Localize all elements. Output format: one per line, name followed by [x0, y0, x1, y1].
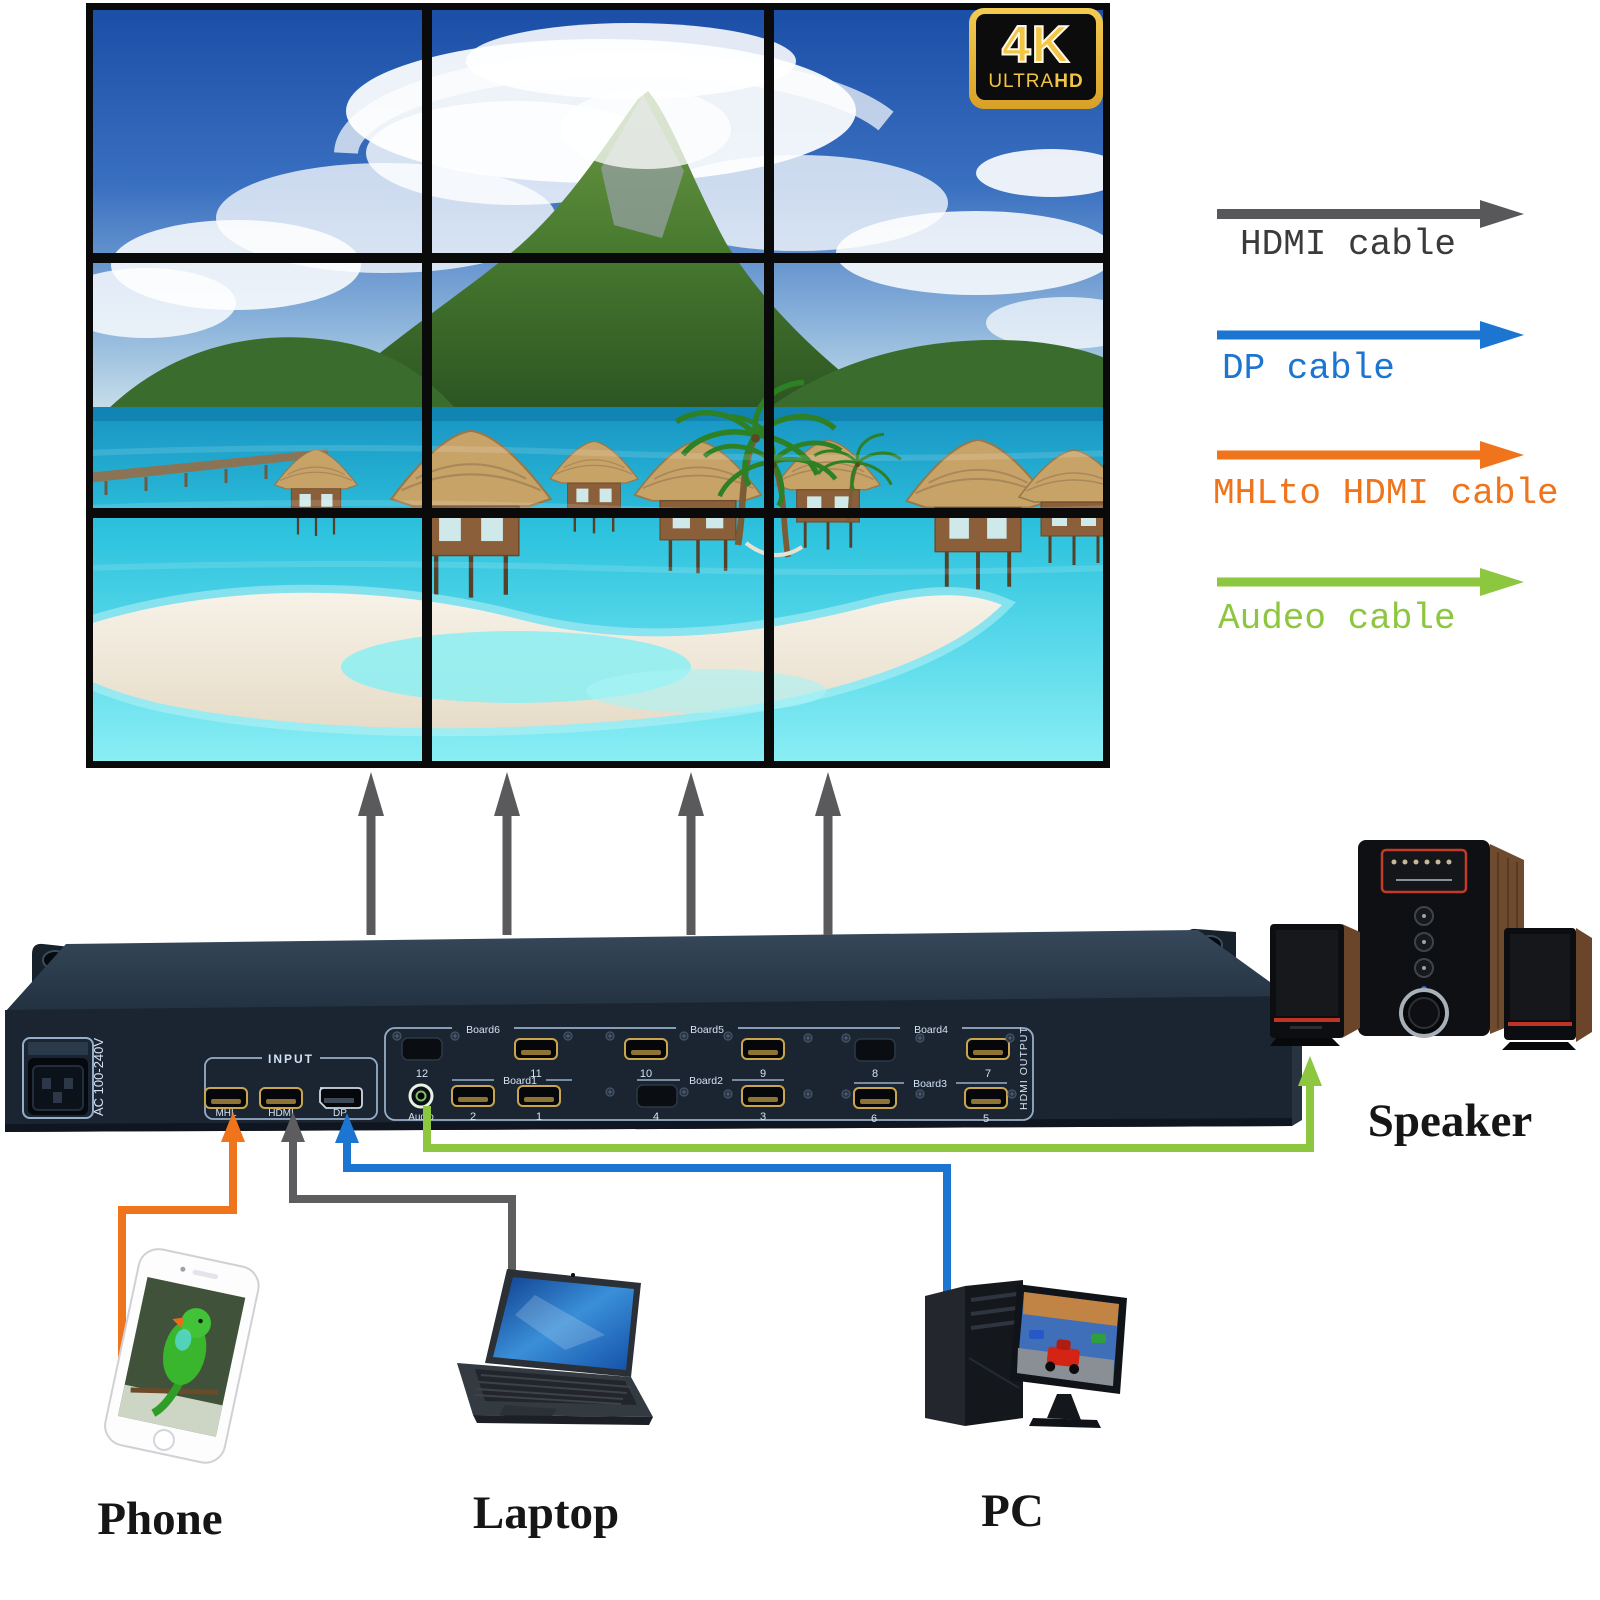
mhl-port-label: MHL — [215, 1108, 237, 1119]
chassis-top-face — [5, 930, 1292, 1012]
speaker-label: Speaker — [1367, 1095, 1533, 1147]
hdmi-cable — [281, 1112, 516, 1292]
pc-illustration — [925, 1280, 1127, 1428]
laptop-label: Laptop — [472, 1487, 620, 1539]
port-num-2: 2 — [470, 1111, 476, 1123]
port-num-10: 10 — [640, 1068, 652, 1080]
ac-power-inlet — [22, 1037, 94, 1119]
subwoofer-knobs — [1414, 906, 1434, 978]
board3-label: Board3 — [913, 1078, 947, 1090]
legend-arrow-hdmi — [1217, 200, 1524, 228]
board1-label: Board1 — [503, 1075, 537, 1087]
port-num-12: 12 — [416, 1068, 428, 1080]
badge-4k-text: 4K — [1001, 16, 1071, 74]
legend-label-dp: DP cable — [1222, 348, 1395, 389]
audio-cable — [423, 1056, 1322, 1152]
legend-arrow-mhl — [1217, 441, 1524, 469]
audio-output-jack — [408, 1083, 434, 1109]
port-num-6: 6 — [871, 1113, 877, 1125]
dp-port-label: DP — [333, 1108, 347, 1119]
audio-label: Audio — [408, 1112, 434, 1123]
port-num-8: 8 — [872, 1068, 878, 1080]
port-num-7: 7 — [985, 1068, 991, 1080]
board6-label: Board6 — [466, 1024, 500, 1036]
legend-label-mhl: MHLto HDMI cable — [1213, 473, 1559, 514]
input-section: INPUT MHL HDMI DP — [204, 1051, 378, 1120]
board5-label: Board5 — [690, 1024, 724, 1036]
dp-input-port — [319, 1087, 363, 1109]
speaker-illustration — [1270, 840, 1592, 1050]
wall-bezel-grid — [86, 3, 1110, 768]
input-title: INPUT — [268, 1052, 314, 1066]
port-num-11: 11 — [530, 1068, 541, 1080]
hdmi-output-label: HDMI OUTPUT — [1018, 1026, 1030, 1110]
4k-ultrahd-badge: 4K ULTRAHD — [969, 8, 1103, 109]
board4-label: Board4 — [914, 1024, 948, 1036]
output-section: HDMI OUTPUT Board6 Board5 Board4 12 11 1… — [384, 1022, 1034, 1125]
badge-ultrahd-text: ULTRAHD — [988, 71, 1084, 92]
hdmi-output-arrows — [358, 772, 841, 935]
port-num-5: 5 — [983, 1113, 989, 1125]
ac-voltage-label: AC 100-240V — [91, 1038, 106, 1116]
pc-label: PC — [981, 1485, 1044, 1537]
video-wall: 4K ULTRAHD — [86, 3, 1110, 768]
board2-label: Board2 — [689, 1075, 723, 1087]
port-num-4: 4 — [653, 1111, 659, 1123]
hdmi-port-label: HDMI — [268, 1108, 294, 1119]
dp-cable — [335, 1113, 951, 1302]
phone-label: Phone — [97, 1493, 223, 1545]
legend-arrow-dp — [1217, 321, 1524, 349]
port-num-3: 3 — [760, 1111, 766, 1123]
port-num-9: 9 — [760, 1068, 766, 1080]
mhl-cable — [118, 1112, 245, 1378]
legend-label-audio: Audeo cable — [1218, 598, 1456, 639]
island-scene — [86, 3, 1110, 768]
legend-arrow-audio — [1217, 568, 1524, 596]
port-num-1: 1 — [536, 1111, 542, 1123]
legend-label-hdmi: HDMI cable — [1240, 224, 1457, 265]
phone-illustration — [104, 1248, 260, 1464]
laptop-illustration — [457, 1269, 653, 1425]
